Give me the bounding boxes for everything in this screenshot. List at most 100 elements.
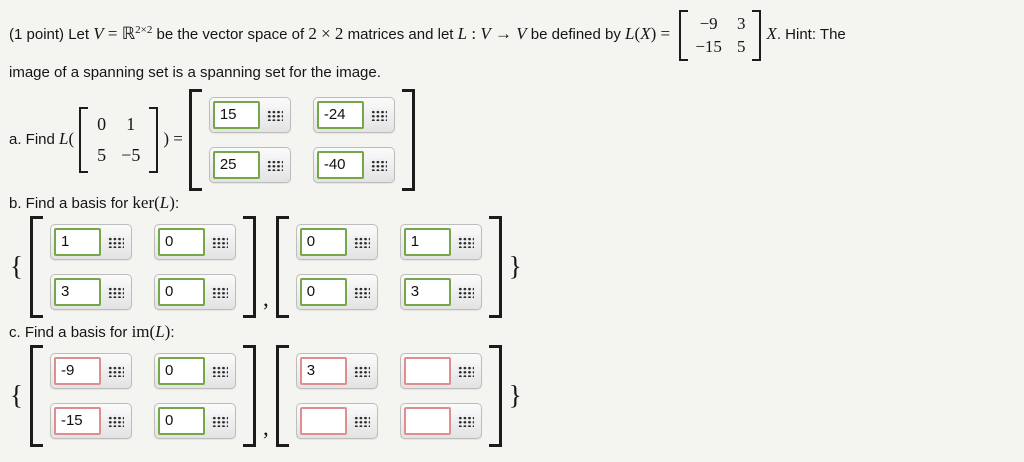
math-var-X: X	[640, 24, 651, 44]
matrix-keypad-button[interactable]	[352, 364, 371, 378]
matrix-entry-input[interactable]	[299, 406, 347, 435]
math-paren-open: (	[68, 128, 75, 148]
matrix-entry-input[interactable]	[403, 406, 451, 435]
keypad-grid-icon	[369, 108, 387, 121]
keypad-grid-icon	[210, 285, 228, 298]
answer-cell	[399, 273, 482, 310]
matrix-entry-input[interactable]	[157, 406, 205, 435]
matrix-cell: 1	[126, 113, 136, 134]
math-equals: =	[656, 24, 675, 44]
matrix-cell: −9	[699, 14, 718, 33]
kernel-basis-matrix-1	[29, 215, 256, 318]
matrix-entry-input[interactable]	[212, 100, 260, 129]
image-basis-matrix-2	[275, 344, 502, 447]
matrix-keypad-button[interactable]	[369, 158, 388, 172]
matrix-keypad-button[interactable]	[106, 364, 125, 378]
text-segment: :	[174, 194, 180, 212]
matrix-left-bracket	[79, 106, 89, 173]
answer-matrix-a	[188, 88, 415, 191]
matrix-keypad-button[interactable]	[210, 364, 229, 378]
answer-cell	[208, 96, 291, 133]
answer-cell	[49, 223, 132, 260]
set-close-brace: }	[508, 251, 522, 281]
matrix-cell: 5	[97, 145, 107, 165]
matrix-keypad-button[interactable]	[265, 158, 284, 172]
matrix-entry-input[interactable]	[403, 227, 451, 256]
math-paren-close: )	[164, 321, 171, 341]
text-segment: matrices and let	[343, 26, 458, 44]
matrix-keypad-button[interactable]	[106, 414, 125, 428]
matrix-left-bracket	[275, 344, 289, 447]
matrix-keypad-button[interactable]	[352, 414, 371, 428]
part-c-label: c. Find a basis for im(L):	[9, 322, 1016, 342]
text-segment: be the vector space of	[152, 26, 309, 44]
keypad-grid-icon	[106, 235, 124, 248]
matrix-entry-input[interactable]	[157, 356, 205, 385]
matrix-right-bracket	[242, 344, 256, 447]
answer-cell	[312, 146, 395, 183]
matrix-entry-input[interactable]	[157, 227, 205, 256]
math-paren-open: (	[149, 321, 156, 341]
matrix-left-bracket	[275, 215, 289, 318]
matrix-right-bracket	[488, 215, 502, 318]
matrix-entry-input[interactable]	[53, 227, 101, 256]
matrix-keypad-button[interactable]	[456, 285, 475, 299]
matrix-entry-input[interactable]	[403, 356, 451, 385]
matrix-entry-input[interactable]	[316, 100, 364, 129]
answer-cell	[399, 352, 482, 389]
keypad-grid-icon	[352, 414, 370, 427]
math-2x2: 2 × 2	[308, 24, 344, 44]
math-var-V: V	[516, 24, 527, 44]
matrix-entry-input[interactable]	[299, 277, 347, 306]
set-separator-comma: ,	[262, 285, 269, 311]
part-b-answer-row: {,}	[9, 215, 1016, 318]
matrix-entry-input[interactable]	[403, 277, 451, 306]
matrix-right-bracket	[488, 344, 502, 447]
answer-cell	[49, 273, 132, 310]
matrix-right-bracket	[752, 10, 762, 61]
math-reals-symbol: ℝ	[121, 24, 136, 44]
answer-cell	[295, 223, 378, 260]
kernel-basis-matrix-2	[275, 215, 502, 318]
matrix-entry-input[interactable]	[53, 277, 101, 306]
text-segment: b. Find a basis for	[9, 194, 133, 212]
answer-cell	[208, 146, 291, 183]
matrix-entry-input[interactable]	[53, 356, 101, 385]
matrix-entry-input[interactable]	[212, 150, 260, 179]
matrix-keypad-button[interactable]	[369, 108, 388, 122]
matrix-keypad-button[interactable]	[210, 235, 229, 249]
keypad-grid-icon	[456, 364, 474, 377]
answer-cell	[295, 352, 378, 389]
keypad-grid-icon	[352, 235, 370, 248]
keypad-grid-icon	[106, 364, 124, 377]
matrix-keypad-button[interactable]	[352, 235, 371, 249]
matrix-keypad-button[interactable]	[456, 414, 475, 428]
problem-statement-line2: image of a spanning set is a spanning se…	[9, 64, 1016, 81]
math-fn-ker: ker	[132, 192, 155, 212]
points-label: (1 point)	[9, 26, 65, 44]
matrix-entry-input[interactable]	[53, 406, 101, 435]
part-c-answer-row: {,}	[9, 344, 1016, 447]
matrix-entry-input[interactable]	[157, 277, 205, 306]
matrix-entry-input[interactable]	[299, 227, 347, 256]
answer-cell	[399, 223, 482, 260]
matrix-keypad-button[interactable]	[456, 235, 475, 249]
keypad-grid-icon	[352, 285, 370, 298]
answer-cell	[312, 96, 395, 133]
matrix-keypad-button[interactable]	[210, 414, 229, 428]
matrix-keypad-button[interactable]	[106, 285, 125, 299]
part-b-label: b. Find a basis for ker(L):	[9, 193, 1016, 213]
matrix-keypad-button[interactable]	[210, 285, 229, 299]
text-segment: Let	[64, 26, 94, 44]
matrix-keypad-button[interactable]	[456, 364, 475, 378]
set-open-brace: {	[10, 380, 23, 410]
matrix-keypad-button[interactable]	[106, 235, 125, 249]
matrix-keypad-button[interactable]	[352, 285, 371, 299]
matrix-left-bracket	[188, 88, 202, 191]
matrix-keypad-button[interactable]	[265, 108, 284, 122]
matrix-entry-input[interactable]	[299, 356, 347, 385]
matrix-entry-input[interactable]	[316, 150, 364, 179]
